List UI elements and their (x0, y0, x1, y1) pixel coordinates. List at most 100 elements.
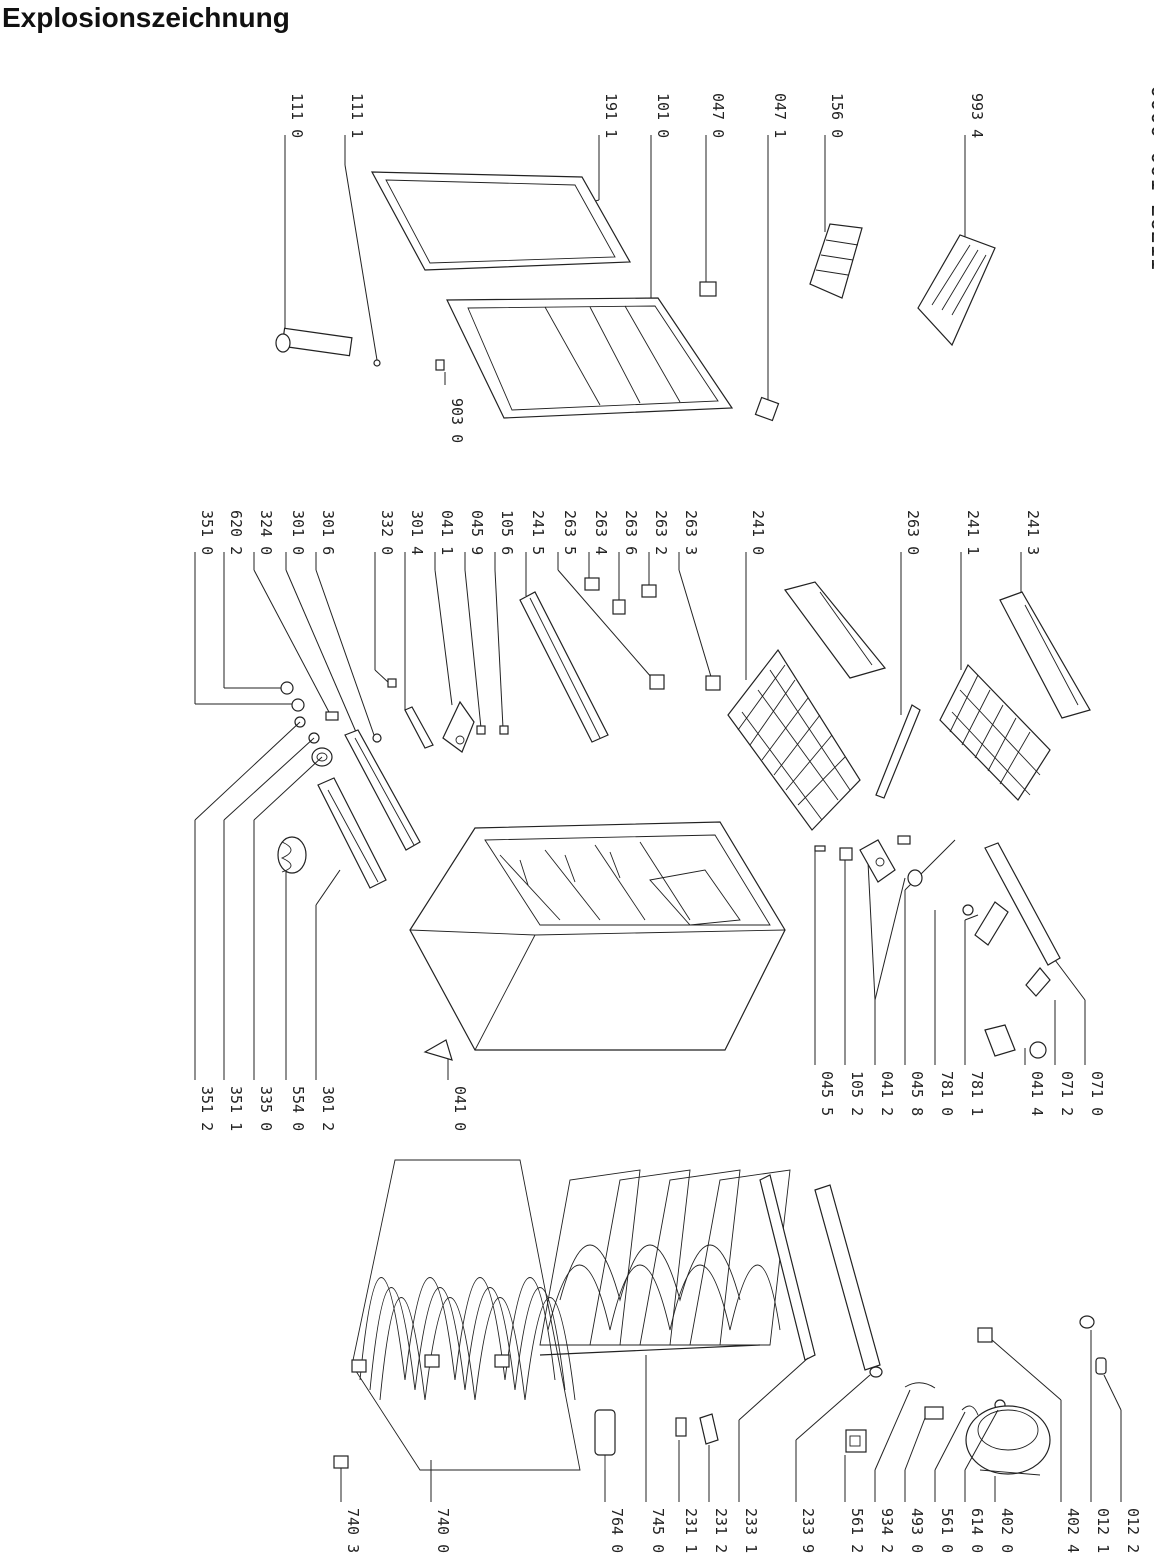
callout-335-0: 335 0 (257, 1086, 275, 1131)
part-strip-301-4 (404, 706, 434, 749)
part-clip-263-3 (705, 675, 721, 691)
part-grommet-012-1 (1079, 1315, 1095, 1329)
part-basket-241-0 (727, 648, 861, 831)
callout-351-1: 351 1 (227, 1086, 245, 1131)
part-relay-561-2 (845, 1429, 867, 1453)
callout-993-4: 993 4 (968, 93, 986, 138)
part-pin-045-5 (814, 845, 826, 852)
callout-241-0: 241 0 (749, 510, 767, 555)
part-bush-045-8 (907, 869, 923, 887)
callout-012-2: 012 2 (1124, 1508, 1142, 1553)
part-clip-047-1 (754, 396, 780, 422)
callout-041-4: 041 4 (1028, 1071, 1046, 1116)
part-compressor-402-0 (965, 1405, 1051, 1476)
callout-554-0: 554 0 (289, 1086, 307, 1131)
callout-301-0: 301 0 (289, 510, 307, 555)
callout-263-2: 263 2 (652, 510, 670, 555)
callout-402-4: 402 4 (1064, 1508, 1082, 1553)
callout-324-0: 324 0 (257, 510, 275, 555)
part-cap-740-3 (333, 1455, 349, 1469)
part-condenser-740-0 (351, 1159, 581, 1471)
part-kickplate-071-0 (984, 842, 1061, 966)
callout-071-0: 071 0 (1088, 1071, 1106, 1116)
part-screw-045-8-top (897, 835, 911, 845)
callout-111-0: 111 0 (288, 93, 306, 138)
part-knob-351-0 (291, 698, 305, 712)
callout-156-0: 156 0 (828, 93, 846, 138)
callout-241-1: 241 1 (964, 510, 982, 555)
part-clip-263-2 (641, 584, 657, 598)
callout-045-9: 045 9 (468, 510, 486, 555)
part-cap-105-6 (499, 725, 509, 735)
part-clip-231-1 (675, 1417, 687, 1437)
part-clip-263-5 (649, 674, 665, 690)
section-cabinet-interior: 351 0 620 2 324 0 301 0 301 6 332 0 301 … (194, 510, 1106, 1131)
callout-263-0: 263 0 (904, 510, 922, 555)
part-indicator-324-0 (325, 711, 339, 721)
callout-561-0: 561 0 (938, 1508, 956, 1553)
part-strip-263-0 (875, 704, 921, 799)
part-freezer-door-101-0 (446, 297, 734, 419)
part-bracket-402-4 (977, 1327, 993, 1343)
callout-764-0: 764 0 (608, 1508, 626, 1553)
part-drawer-241-0-front (783, 581, 887, 679)
callout-105-6: 105 6 (498, 510, 516, 555)
callout-041-2: 041 2 (878, 1071, 896, 1116)
part-knob-620-2 (280, 681, 294, 695)
callout-241-5: 241 5 (529, 510, 547, 555)
callout-332-0: 332 0 (378, 510, 396, 555)
part-dryer-764-0 (594, 1409, 616, 1470)
callout-781-1: 781 1 (968, 1071, 986, 1116)
callout-071-2: 071 2 (1058, 1071, 1076, 1116)
part-door-gasket-191-1 (370, 171, 632, 271)
callout-047-1: 047 1 (771, 93, 789, 138)
page-title: Explosionszeichnung (2, 2, 290, 33)
part-clip-263-4 (584, 577, 600, 591)
part-cable-934-2 (904, 1382, 936, 1389)
callout-402-0: 402 0 (998, 1508, 1016, 1553)
callout-105-2: 105 2 (848, 1071, 866, 1116)
part-drawer-241-5 (519, 591, 609, 743)
callout-614-0: 614 0 (968, 1508, 986, 1553)
part-hinge-041-4 (984, 1024, 1047, 1059)
part-knob-781-0 (962, 904, 974, 916)
part-hinge-041-1 (442, 700, 475, 753)
callout-012-1: 012 1 (1094, 1508, 1112, 1553)
callout-903-0: 903 0 (448, 398, 466, 443)
callout-301-6: 301 6 (319, 510, 337, 555)
part-clip-332-0 (387, 678, 397, 688)
part-cold-accumulator-993-4 (917, 234, 996, 347)
part-plug-903-0 (435, 359, 445, 371)
part-hinge-cover-111-0 (275, 327, 353, 357)
callout-620-2: 620 2 (227, 510, 245, 555)
callout-045-5: 045 5 (818, 1071, 836, 1116)
part-lamp-301-6 (372, 733, 382, 743)
part-screw-111-1 (373, 359, 381, 367)
part-hinge-041-2 (859, 839, 896, 883)
callout-231-2: 231 2 (712, 1508, 730, 1553)
callout-781-0: 781 0 (938, 1071, 956, 1116)
callout-745-0: 745 0 (649, 1508, 667, 1553)
part-control-housing-301-2 (317, 777, 387, 889)
part-egg-tray-156-0 (809, 223, 863, 299)
section-door-parts: 111 0 111 1 191 1 101 0 047 0 (275, 93, 996, 443)
part-thermostat-554-0 (277, 836, 307, 874)
part-cabinet (409, 821, 786, 1051)
callout-263-5: 263 5 (561, 510, 579, 555)
callout-263-3: 263 3 (682, 510, 700, 555)
callout-351-2: 351 2 (198, 1086, 216, 1131)
callout-111-1: 111 1 (348, 93, 366, 138)
part-basket-241-1 (939, 663, 1051, 801)
document-number: 0000 001 26211 (1146, 85, 1154, 270)
part-strip-233-1 (759, 1174, 816, 1361)
callout-740-3: 740 3 (344, 1508, 362, 1553)
callout-233-1: 233 1 (742, 1508, 760, 1553)
part-tube-233-9 (814, 1184, 883, 1378)
section-refrigeration: 740 3 740 0 764 0 745 0 231 1 231 2 233 … (333, 1159, 1142, 1553)
part-cap-105-2 (839, 847, 853, 861)
callout-047-0: 047 0 (709, 93, 727, 138)
callout-493-0: 493 0 (908, 1508, 926, 1553)
callout-231-1: 231 1 (682, 1508, 700, 1553)
part-wire-561-0 (961, 1405, 979, 1416)
